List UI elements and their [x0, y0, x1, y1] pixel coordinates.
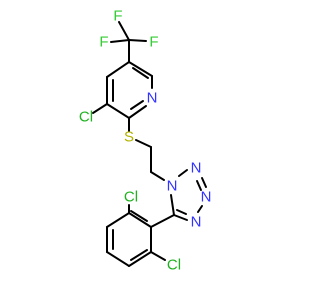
atom-cl-phenyl-top: Cl — [124, 189, 138, 206]
bond-py-c6-c5-inner — [132, 67, 149, 79]
bond-py-n-c2-inner — [130, 100, 144, 110]
bond-py-cl — [92, 103, 108, 114]
bond-tz-n4-c5 — [173, 214, 188, 221]
bond-s-ch2 — [135, 139, 152, 148]
bond-ph-c5-c6 — [128, 251, 152, 267]
atom-n2-tetrazole: N — [191, 160, 202, 177]
atom-cl-pyridine: Cl — [79, 109, 93, 126]
atom-s-thioether: S — [124, 129, 134, 146]
atom-n-pyridine: N — [147, 90, 158, 107]
bond-cf-3 — [128, 39, 147, 42]
bond-tz-n2-n3 — [201, 177, 207, 188]
atom-labels: F F F N Cl S N N N N Cl Cl — [79, 8, 212, 274]
bond-tz-phenyl — [150, 214, 175, 228]
bond-ph-c4-c5 — [106, 251, 130, 267]
bond-tz-n1-n2 — [178, 169, 188, 177]
bond-ph-c2-c3 — [106, 212, 130, 228]
atom-n4-tetrazole: N — [191, 214, 202, 231]
bond-tz-n2-n3-inner — [196, 180, 202, 191]
atom-f-top: F — [113, 8, 122, 25]
structure-diagram: F F F N Cl S N N N N Cl Cl — [79, 8, 212, 274]
bond-py-n-c2 — [128, 105, 147, 119]
bond-ph-c5-c6-inner — [130, 249, 148, 261]
atom-f-right: F — [149, 34, 158, 51]
bond-ph-c1-c2 — [128, 212, 152, 228]
bond-tz-c5-n1 — [170, 194, 175, 216]
molecule-canvas: F F F N Cl S N N N N Cl Cl — [79, 8, 212, 274]
bond-py-c5-c6 — [128, 61, 153, 77]
bond-py-c2-c3 — [106, 103, 130, 119]
bonds — [92, 21, 207, 267]
bond-cf-1 — [118, 21, 130, 41]
atom-n1-tetrazole: N — [167, 178, 178, 195]
bond-py-c4-c5 — [106, 61, 130, 78]
atom-n3-tetrazole: N — [201, 189, 212, 206]
atom-f-left: F — [99, 34, 108, 51]
bond-cf-2 — [110, 39, 130, 43]
bond-ph-c1-c2-inner — [130, 210, 148, 222]
bond-tz-n3-n4 — [197, 205, 203, 213]
atom-cl-phenyl-bottom: Cl — [167, 257, 181, 274]
bond-tz-n4-c5-inner — [176, 209, 187, 215]
bond-ph-cl-bottom — [150, 251, 166, 261]
bond-ch2-n1 — [150, 171, 165, 181]
